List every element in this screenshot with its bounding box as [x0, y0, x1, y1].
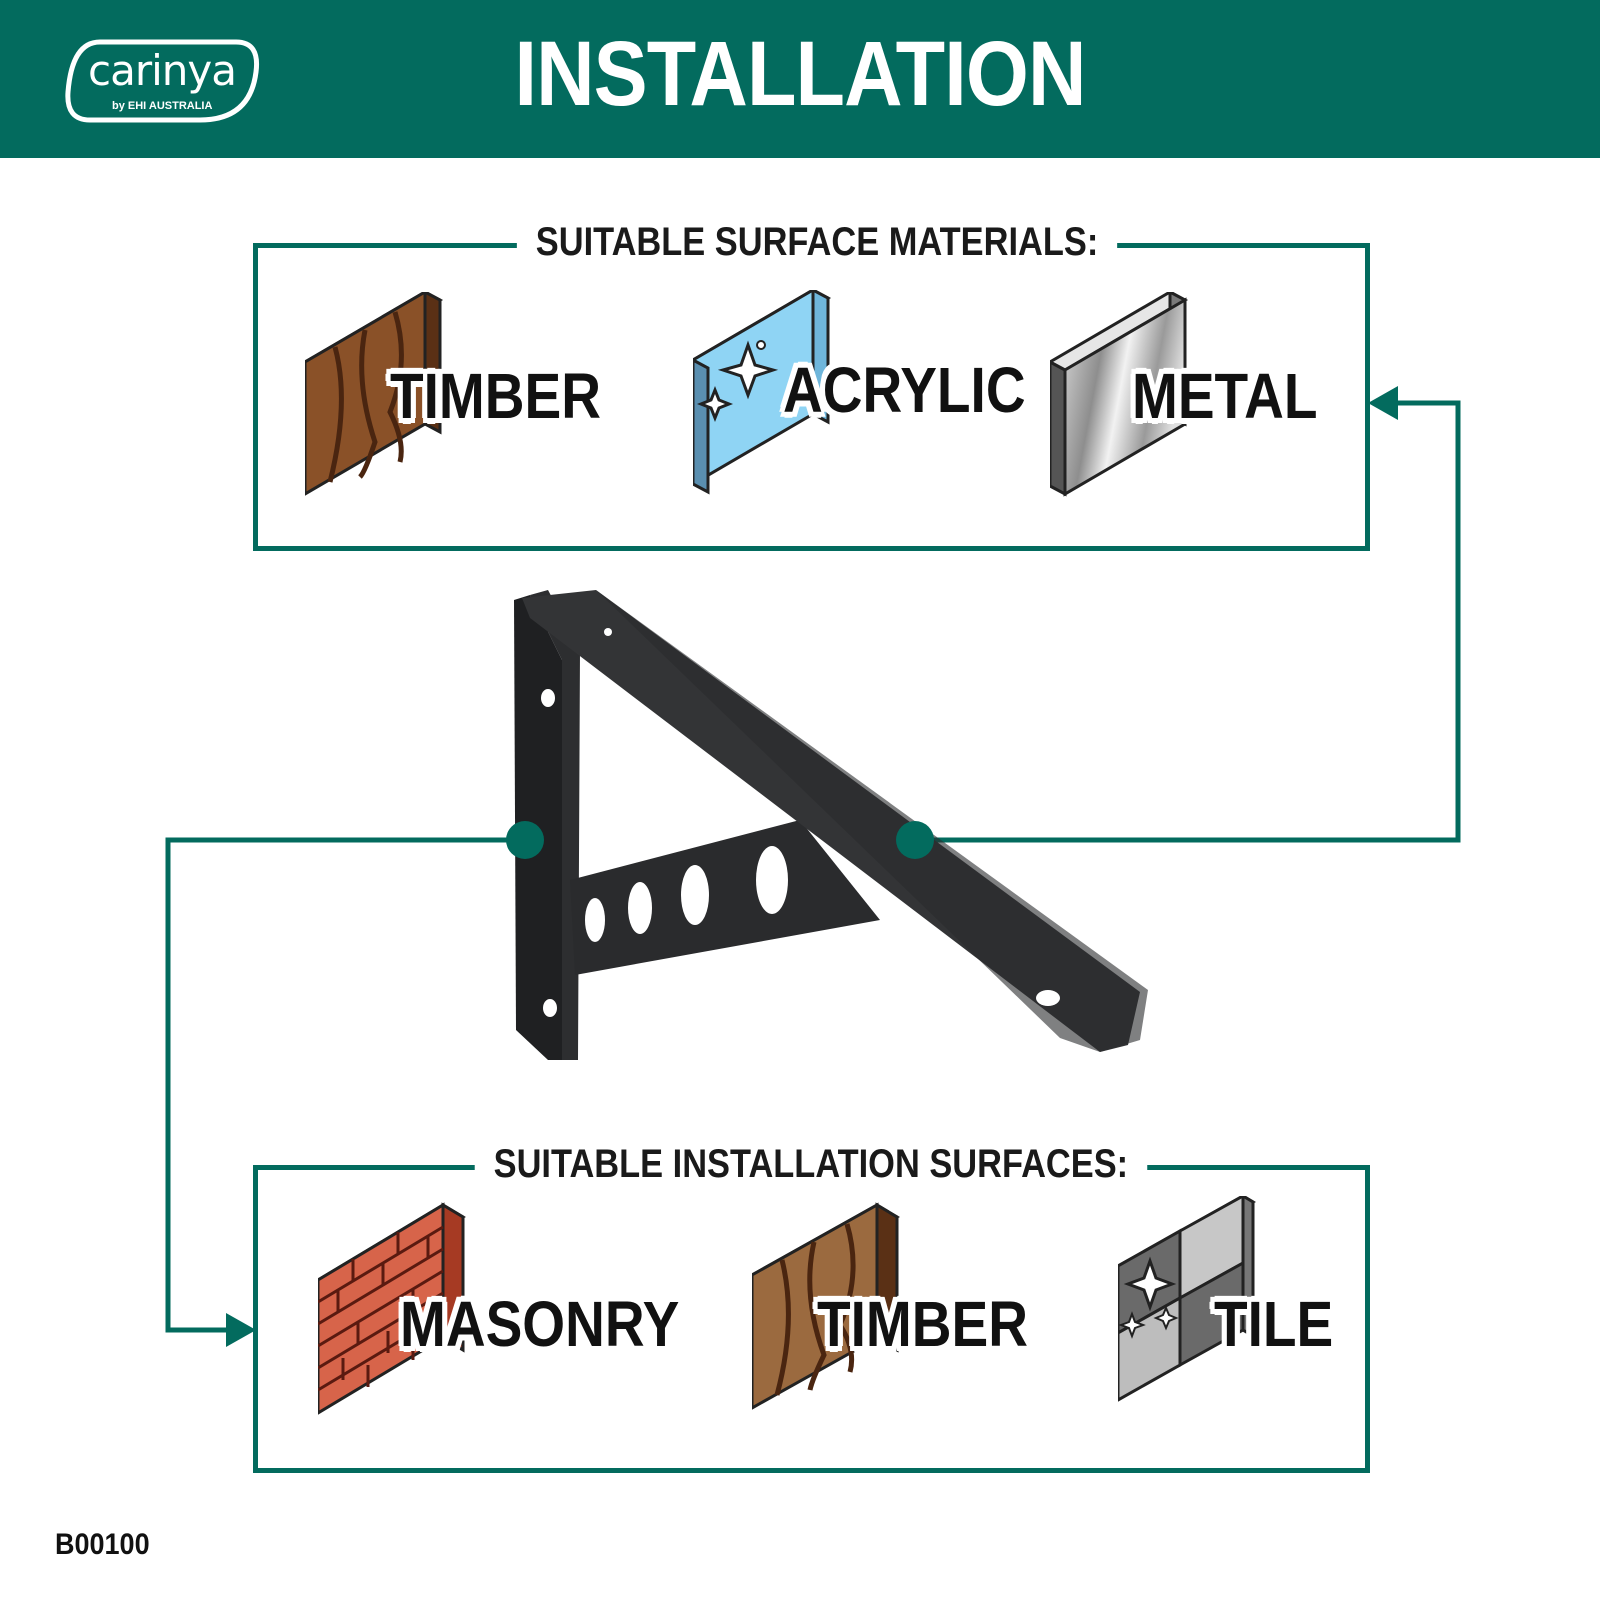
surface-label-timber: TIMBER — [817, 1288, 1028, 1360]
connector-left-line — [165, 837, 525, 1333]
surface-timber: TIMBER — [749, 1200, 1028, 1435]
surface-masonry: MASONRY — [315, 1200, 679, 1435]
material-timber: TIMBER — [301, 289, 601, 517]
tile-icon — [1115, 1193, 1256, 1403]
shelf-bracket-icon — [506, 590, 1148, 1060]
material-acrylic: ACRYLIC — [689, 287, 1026, 515]
metal-plate-icon — [1046, 289, 1189, 497]
timber-block-icon — [301, 289, 444, 497]
brick-wall-icon — [315, 1202, 466, 1416]
page-title: INSTALLATION — [514, 23, 1086, 125]
material-label-timber: TIMBER — [390, 360, 601, 432]
material-metal: METAL — [1046, 289, 1317, 517]
arrow-left-icon — [226, 1313, 256, 1347]
surface-tile: TILE — [1115, 1193, 1333, 1431]
material-label-acrylic: ACRYLIC — [783, 354, 1026, 426]
logo-tagline: by EHI AUSTRALIA — [112, 100, 213, 112]
logo-wordmark: carinya — [88, 46, 237, 95]
header-bar: carinya by EHI AUSTRALIA INSTALLATION — [0, 0, 1600, 158]
materials-box-title: SUITABLE SURFACE MATERIALS: — [516, 222, 1118, 262]
material-label-metal: METAL — [1132, 360, 1318, 432]
carinya-logo: carinya by EHI AUSTRALIA — [60, 36, 266, 126]
connector-right-line — [915, 400, 1461, 843]
timber-block-icon — [749, 1202, 900, 1411]
surfaces-box-title: SUITABLE INSTALLATION SURFACES: — [474, 1144, 1148, 1184]
product-code: B00100 — [55, 1528, 150, 1561]
surface-label-masonry: MASONRY — [400, 1288, 680, 1360]
arrow-right-icon — [1368, 386, 1398, 420]
surface-label-tile: TILE — [1214, 1288, 1334, 1360]
acrylic-panel-icon — [689, 287, 832, 495]
